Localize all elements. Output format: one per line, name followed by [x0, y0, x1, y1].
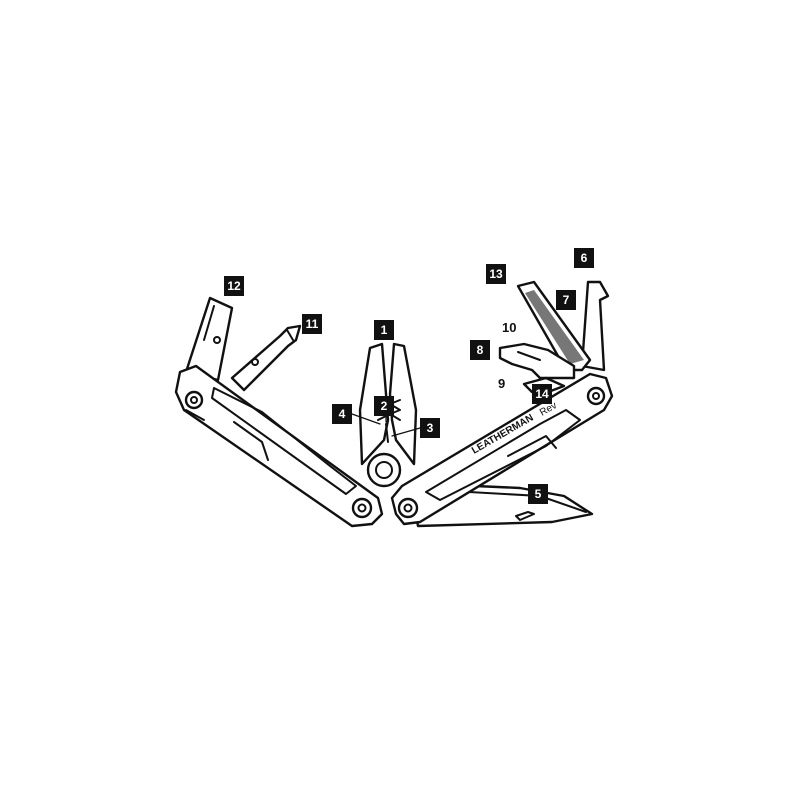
tool-6-bit-driver	[580, 280, 610, 372]
callout-6: 6	[574, 248, 594, 268]
callout-10: 10	[502, 320, 517, 335]
callout-12: 12	[224, 276, 244, 296]
callout-8: 8	[470, 340, 490, 360]
callout-14: 14	[532, 384, 552, 404]
callout-4: 4	[332, 404, 352, 424]
callout-11: 11	[302, 314, 322, 334]
callout-3: 3	[420, 418, 440, 438]
callout-13: 13	[486, 264, 506, 284]
tool-11-screwdriver	[230, 324, 302, 392]
callout-1: 1	[374, 320, 394, 340]
callout-2: 2	[374, 396, 394, 416]
callout-7: 7	[556, 290, 576, 310]
callout-5: 5	[528, 484, 548, 504]
tool-8-bottle-opener	[498, 342, 576, 380]
left-handle	[174, 364, 384, 528]
callout-9: 9	[498, 376, 506, 391]
